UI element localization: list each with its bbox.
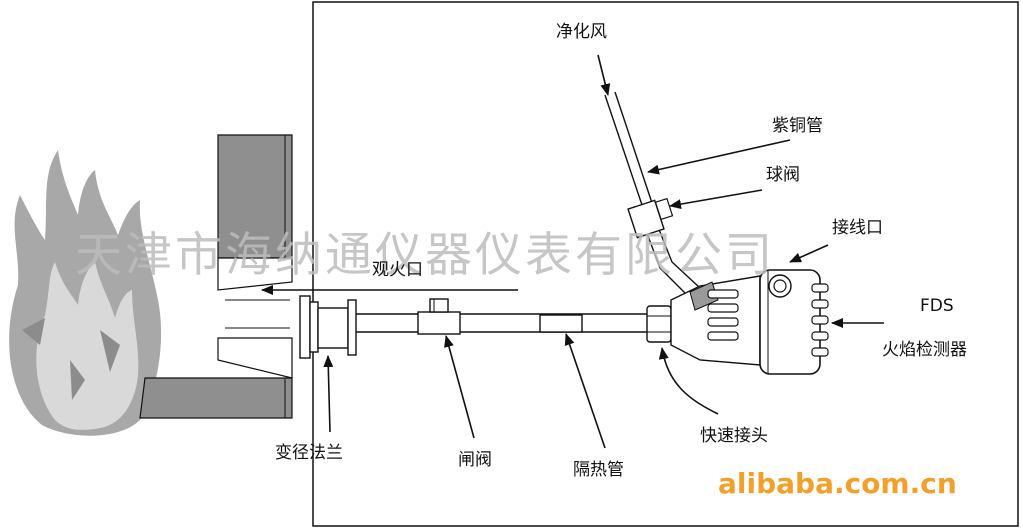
company-watermark: 天津市海纳通仪器仪表有限公司	[75, 228, 775, 283]
label-flame-detector: 火焰检测器	[882, 340, 967, 360]
label-sight-hole: 观火口	[372, 260, 423, 280]
copper-tube	[604, 91, 701, 299]
burner-wall	[139, 134, 293, 419]
label-reducing-flange: 变径法兰	[275, 443, 343, 463]
flame-icon	[9, 150, 162, 436]
label-ball-valve: 球阀	[766, 165, 800, 185]
label-purge-air: 净化风	[556, 22, 607, 42]
flame-detector	[670, 269, 829, 375]
furnace-frame	[312, 1, 1019, 527]
label-gate-valve: 闸阀	[458, 450, 492, 470]
label-detector-model: FDS	[920, 296, 954, 316]
site-watermark: alibaba.com.cn	[718, 467, 957, 500]
gate-valve	[417, 298, 461, 335]
reducing-flange	[299, 295, 357, 359]
label-heat-insulation-tube: 隔热管	[573, 460, 624, 480]
label-wiring-port: 接线口	[832, 218, 883, 238]
label-copper-tube: 紫铜管	[772, 116, 823, 136]
wiring-port-icon	[768, 274, 792, 298]
leader-arrows	[261, 54, 884, 449]
label-quick-connector: 快速接头	[700, 426, 768, 446]
sight-pipe	[356, 313, 648, 333]
heat-insulation-tube	[539, 314, 583, 333]
ball-valve	[627, 197, 674, 239]
quick-connector	[646, 305, 672, 343]
